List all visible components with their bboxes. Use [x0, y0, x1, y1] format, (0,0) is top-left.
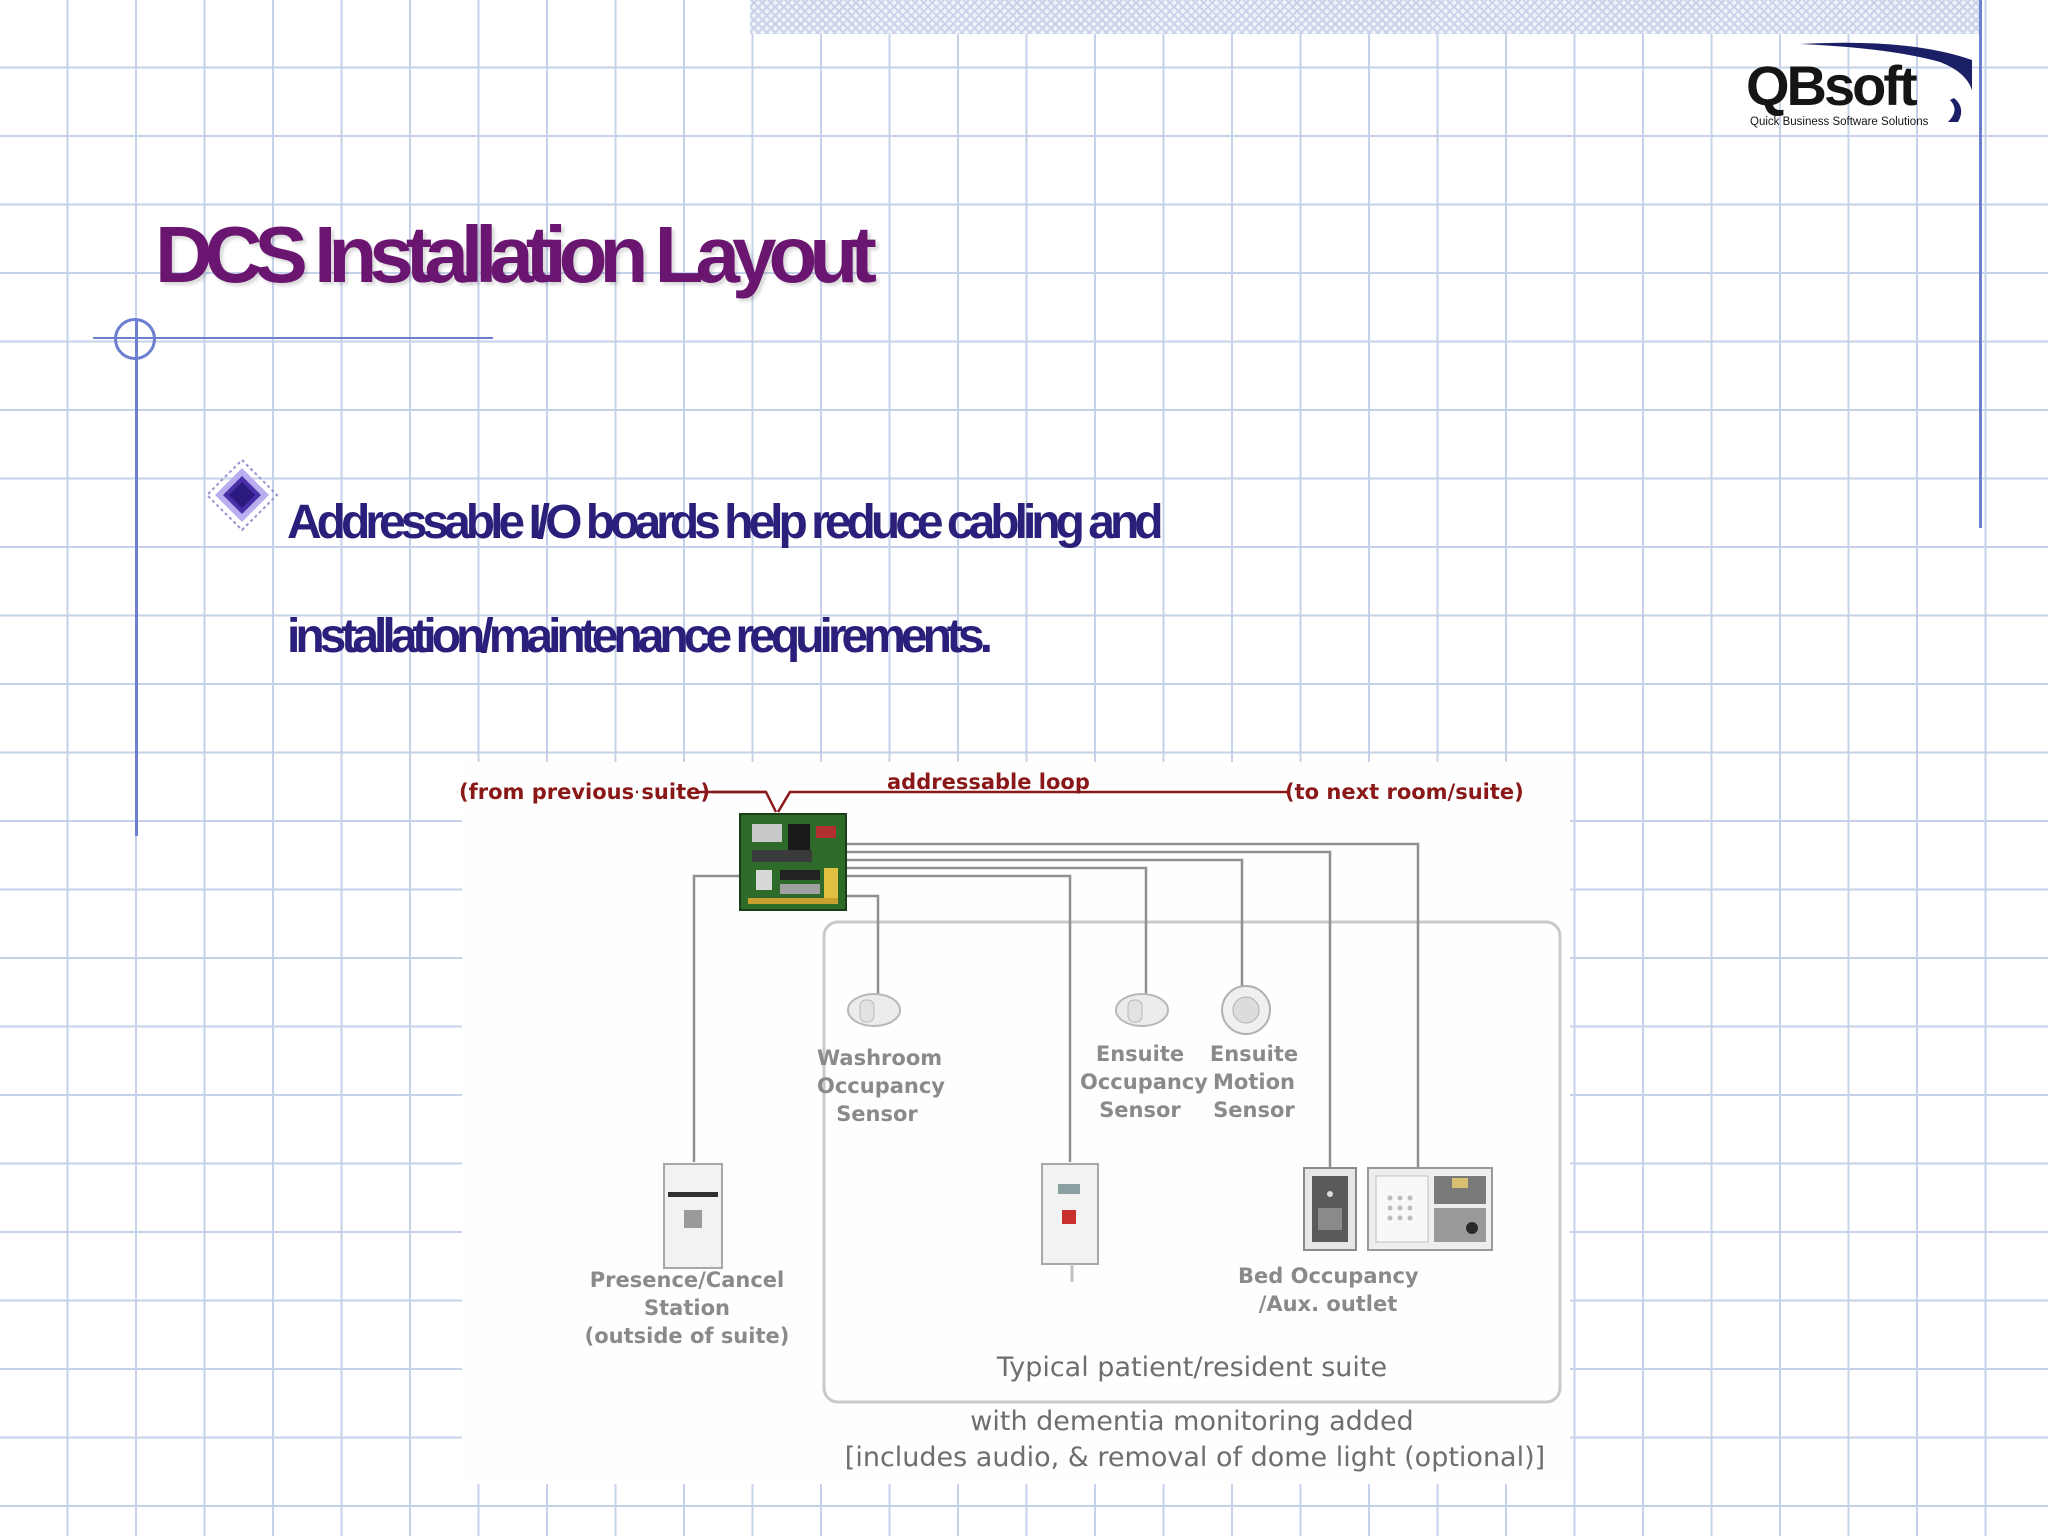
diagram-graphics — [636, 790, 1562, 1404]
title-underline — [93, 337, 493, 339]
header-pattern-band — [750, 0, 1980, 34]
addressable-loop-label: addressable loop — [887, 770, 1090, 794]
bed-outlet-device — [1303, 1167, 1493, 1251]
presence-station-device — [663, 1163, 723, 1269]
ensuite-occupancy-device — [1115, 993, 1169, 1027]
logo-swoosh-icon — [1800, 42, 1972, 122]
washroom-sensor-device — [847, 993, 901, 1027]
device-wiring — [692, 842, 1420, 1172]
decorative-vertical-line — [1979, 0, 1982, 528]
logo-tagline: Quick Business Software Solutions — [1750, 116, 1929, 128]
bullet-text: Addressable I/O boards help reduce cabli… — [287, 496, 1164, 663]
installation-diagram: (from previous suite) addressable loop (… — [459, 762, 1570, 1484]
suite-outline — [822, 920, 1562, 1404]
decorative-left-line — [135, 320, 138, 836]
loop-from-label: (from previous suite) — [459, 780, 710, 804]
slide-title: DCS Installation Layout — [155, 210, 877, 299]
logo-wordmark: QBsoft — [1746, 54, 1918, 117]
circle-ornament — [114, 318, 156, 360]
suite-call-station-device — [1041, 1163, 1099, 1282]
audio-caption: [includes audio, & removal of dome light… — [844, 1442, 1546, 1473]
loop-to-label: (to next room/suite) — [1285, 780, 1524, 804]
addressable-loop-lines — [636, 790, 1290, 813]
ensuite-motion-device — [1221, 985, 1271, 1035]
qbsoft-logo: QBsoft Quick Business Software Solutions — [1740, 38, 1980, 134]
bed-occupancy-label: Bed Occupancy/Aux. outlet — [1238, 1264, 1419, 1316]
suite-caption: Typical patient/resident suite — [996, 1352, 1388, 1383]
io-controller-board — [739, 813, 847, 911]
diamond-bullet-icon — [205, 458, 279, 532]
dementia-caption: with dementia monitoring added — [970, 1406, 1414, 1437]
